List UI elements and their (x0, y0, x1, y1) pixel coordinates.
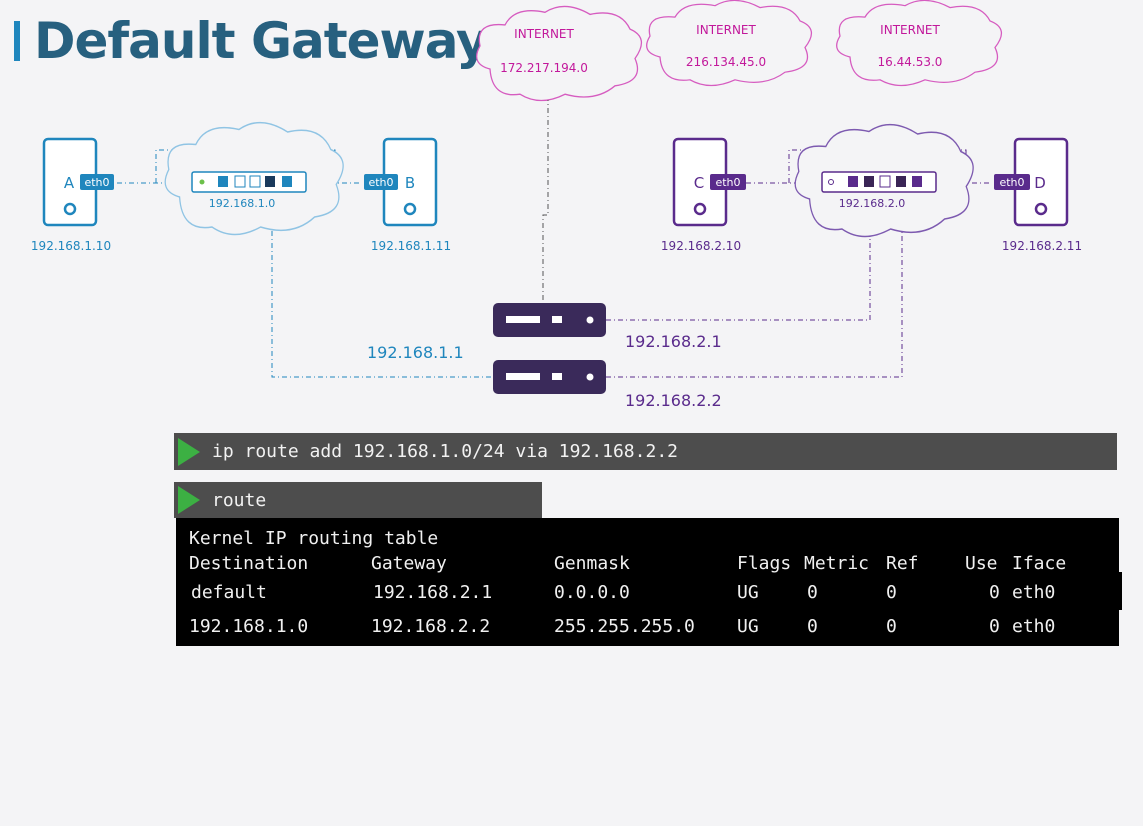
cell-genmask: 0.0.0.0 (554, 582, 630, 603)
route-command-bar: route (174, 482, 542, 518)
routing-table-header-row: Destination Gateway Genmask Flags Metric… (189, 553, 1109, 575)
host-b: eth0 B (364, 137, 438, 227)
terminal-edge (1119, 572, 1122, 610)
host-a-ip: 192.168.1.10 (31, 239, 111, 253)
host-b-ip: 192.168.1.11 (371, 239, 451, 253)
cloud2-ip: 216.134.45.0 (686, 55, 766, 69)
cell-destination: 192.168.1.0 (189, 616, 309, 637)
col-use: Use (965, 553, 998, 574)
host-b-name: B (405, 174, 415, 192)
cell-ref: 0 (886, 582, 897, 603)
cell-flags: UG (737, 582, 759, 603)
cell-ref: 0 (886, 616, 897, 637)
host-c-ip: 192.168.2.10 (661, 239, 741, 253)
host-c: C eth0 (672, 137, 746, 227)
cell-genmask: 255.255.255.0 (554, 616, 695, 637)
cell-use: 0 (989, 616, 1000, 637)
table-row: 192.168.1.0 192.168.2.2 255.255.255.0 UG… (189, 616, 1109, 638)
host-d: eth0 D (994, 137, 1069, 227)
cell-iface: eth0 (1012, 616, 1056, 637)
ip-route-command-bar: ip route add 192.168.1.0/24 via 192.168.… (174, 433, 1117, 470)
host-b-iface: eth0 (368, 176, 393, 189)
cell-gateway: 192.168.2.1 (373, 582, 493, 603)
router1-ip: 192.168.2.1 (625, 332, 722, 351)
col-destination: Destination (189, 553, 309, 574)
title-accent-bar (14, 21, 20, 61)
internet-cloud-2 (646, 0, 813, 87)
internet-cloud-3 (836, 0, 1003, 87)
cell-flags: UG (737, 616, 759, 637)
cloud1-ip: 172.217.194.0 (500, 61, 588, 75)
host-a: A eth0 (42, 137, 114, 227)
title-text: Default Gateway (34, 12, 489, 70)
col-gateway: Gateway (371, 553, 447, 574)
internet-cloud-1 (475, 5, 643, 102)
cell-metric: 0 (807, 582, 818, 603)
router2-left-ip: 192.168.1.1 (367, 343, 464, 362)
cloud3-ip: 16.44.53.0 (878, 55, 943, 69)
host-c-iface: eth0 (715, 176, 740, 189)
left-switch-ip: 192.168.1.0 (209, 197, 275, 210)
col-ref: Ref (886, 553, 919, 574)
network-diagram: INTERNET 172.217.194.0 INTERNET 216.134.… (31, 0, 1082, 410)
cell-destination: default (191, 582, 267, 603)
router-1 (493, 303, 606, 337)
host-d-ip: 192.168.2.11 (1002, 239, 1082, 253)
cloud1-label: INTERNET (514, 27, 574, 41)
cloud2-label: INTERNET (696, 23, 756, 37)
route-command: route (212, 489, 267, 511)
routing-table-output: Kernel IP routing table Destination Gate… (176, 518, 1119, 646)
cell-gateway: 192.168.2.2 (371, 616, 491, 637)
play-icon (178, 486, 200, 514)
col-iface: Iface (1012, 553, 1067, 574)
host-d-name: D (1034, 174, 1046, 192)
page-title: Default Gateway (14, 12, 489, 70)
cell-iface: eth0 (1012, 582, 1056, 603)
router-2 (493, 360, 606, 394)
col-metric: Metric (804, 553, 870, 574)
ip-route-command: ip route add 192.168.1.0/24 via 192.168.… (212, 441, 678, 462)
play-icon (178, 437, 200, 466)
router2-right-ip: 192.168.2.2 (625, 391, 722, 410)
host-d-iface: eth0 (999, 176, 1024, 189)
cloud3-label: INTERNET (880, 23, 940, 37)
col-flags: Flags (737, 553, 792, 574)
cell-metric: 0 (807, 616, 818, 637)
col-genmask: Genmask (554, 553, 630, 574)
left-switch (191, 171, 307, 193)
host-a-iface: eth0 (84, 176, 109, 189)
host-c-name: C (694, 174, 704, 192)
cell-use: 0 (989, 582, 1000, 603)
routing-table-heading: Kernel IP routing table (189, 528, 439, 549)
host-a-name: A (64, 174, 75, 192)
right-switch (821, 171, 937, 193)
table-row: default 192.168.2.1 0.0.0.0 UG 0 0 0 eth… (189, 582, 1109, 604)
right-switch-ip: 192.168.2.0 (839, 197, 905, 210)
